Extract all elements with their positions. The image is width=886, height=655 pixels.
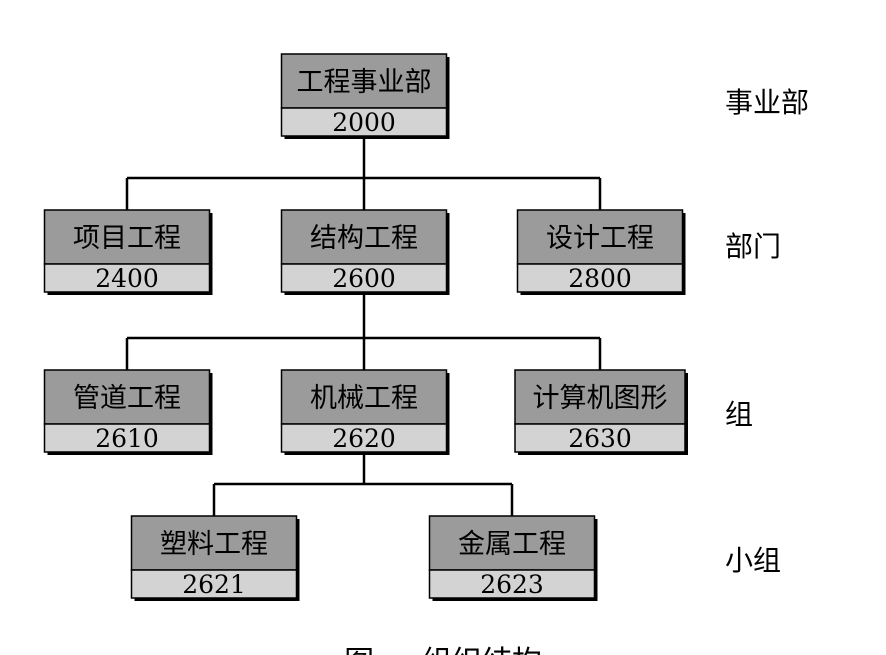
node-code: 2621 [182,570,246,599]
node-code-box [516,263,684,293]
node-code: 2610 [95,424,159,453]
node-name-box [428,515,596,571]
node-code-box [280,263,448,293]
node-code-box [43,423,211,453]
level-label: 组 [725,398,753,431]
org-node: 项目工程 2400 [43,209,213,295]
node-name: 项目工程 [73,223,181,254]
node-code: 2623 [480,570,544,599]
node-name: 结构工程 [310,223,418,254]
node-code: 2630 [568,424,632,453]
node-name: 机械工程 [310,383,418,414]
node-code: 2620 [332,424,396,453]
node-name-box [514,369,686,425]
connector-lines [125,136,602,516]
org-node: 金属工程 2623 [428,515,598,601]
node-name-box [43,369,211,425]
node-code: 2000 [332,108,396,137]
node-code-box [130,569,298,599]
org-node: 计算机图形 2630 [514,369,688,455]
node-name: 管道工程 [73,383,181,414]
org-node: 塑料工程 2621 [130,515,300,601]
node-code: 2800 [568,264,632,293]
node-name-box [280,369,448,425]
level-label: 事业部 [725,86,809,119]
node-code-box [43,263,211,293]
node-name: 工程事业部 [297,67,432,98]
org-node: 结构工程 2600 [280,209,450,295]
node-code-box [280,107,448,137]
node-name: 金属工程 [458,529,566,560]
org-node: 设计工程 2800 [516,209,686,295]
node-name: 塑料工程 [160,529,268,560]
node-name-box [280,53,448,109]
level-label: 部门 [725,230,781,263]
org-node: 管道工程 2610 [43,369,213,455]
node-code: 2400 [95,264,159,293]
node-code-box [280,423,448,453]
org-node: 机械工程 2620 [280,369,450,455]
node-code-box [428,569,596,599]
node-name-box [43,209,211,265]
node-name: 设计工程 [546,223,654,254]
node-code-box [514,423,686,453]
figure-caption: 图 ... 组织结构 [344,645,542,655]
org-nodes: 工程事业部 2000 项目工程 2400 结构工程 2600 设计工程 2800 管道工程 261… [43,53,688,601]
node-name: 计算机图形 [533,383,668,414]
org-node: 工程事业部 2000 [280,53,450,139]
level-label: 小组 [725,544,781,577]
node-code: 2600 [332,264,396,293]
